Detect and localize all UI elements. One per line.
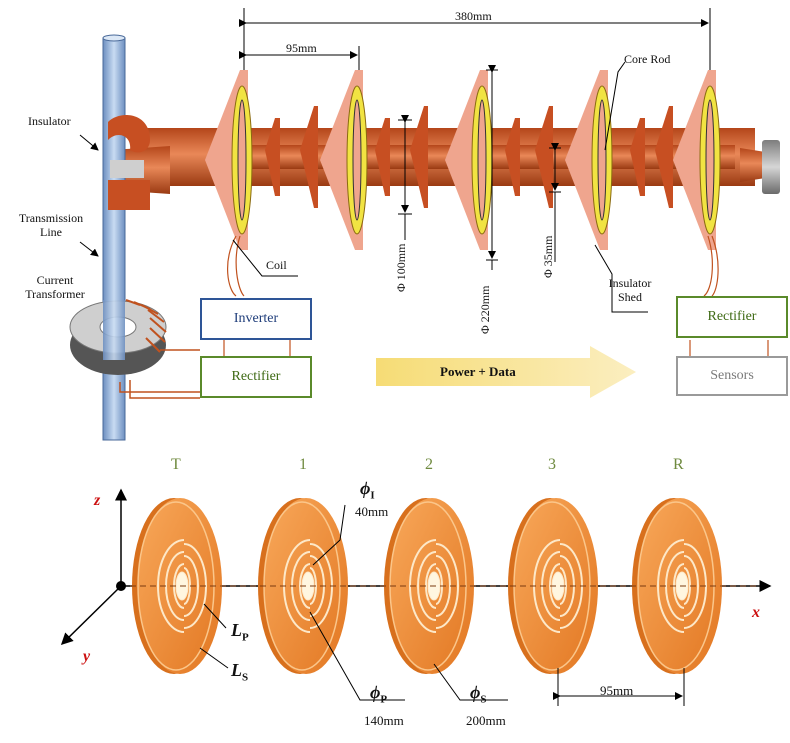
end-cap	[762, 140, 780, 194]
phi-p-value: 140mm	[364, 713, 404, 728]
small-sheds	[265, 106, 673, 208]
insulator-label: Insulator	[28, 114, 71, 128]
coil-leads	[223, 235, 769, 356]
disk-index-3: 3	[548, 456, 556, 473]
axis-z-label: z	[94, 492, 101, 509]
transmission-line-label: Transmission Line	[18, 211, 84, 239]
transmission-line-pole	[102, 34, 126, 441]
dim-total-label: 380mm	[455, 9, 492, 23]
power-data-arrow	[376, 346, 636, 398]
inverter-box: Inverter	[200, 298, 312, 340]
phi-i-value: 40mm	[355, 504, 389, 519]
big-shed	[673, 70, 721, 250]
dimension-lines	[239, 8, 711, 270]
big-shed	[320, 70, 368, 250]
dia-220-label: Φ 220mm	[478, 285, 492, 334]
sensors-box: Sensors	[676, 356, 788, 396]
flow-arrow-label: Power + Data	[440, 364, 516, 379]
phi-i-symbol: ϕI	[360, 478, 375, 502]
lp-symbol: LP	[231, 620, 249, 644]
disk-index-1: 1	[299, 456, 307, 473]
core-rod-label: Core Rod	[624, 52, 671, 66]
disk-spacing-label: 95mm	[600, 683, 634, 698]
ls-symbol: LS	[231, 660, 249, 684]
dia-35-label: Φ 35mm	[541, 235, 555, 278]
current-transformer-label: Current Transformer	[25, 273, 85, 301]
ct-wiring	[119, 349, 200, 399]
phi-p-symbol: ϕP	[370, 682, 388, 706]
coil-label: Coil	[266, 258, 287, 272]
rectifier-right-box: Rectifier	[676, 296, 788, 338]
phi-s-value: 200mm	[466, 713, 506, 728]
dim-spacing-label: 95mm	[286, 41, 317, 55]
insulator-clamp	[108, 115, 150, 210]
phi-s-symbol: ϕS	[470, 682, 487, 706]
disk-index-r: R	[673, 456, 684, 473]
axis-origin	[116, 581, 126, 591]
current-transformer	[69, 299, 167, 375]
insulator-shed-label: Insulator Shed	[608, 276, 652, 304]
disk-index-2: 2	[425, 456, 433, 473]
big-shed	[205, 70, 253, 250]
big-shed	[565, 70, 613, 250]
disk-index-t: T	[171, 456, 181, 473]
axis-x-label: x	[752, 604, 760, 621]
axis-y-label: y	[83, 648, 91, 665]
big-shed	[445, 70, 493, 250]
rectifier-left-box: Rectifier	[200, 356, 312, 398]
bottom-leaders	[199, 504, 685, 706]
dia-100-label: Φ 100mm	[394, 243, 408, 292]
leader-lines	[79, 61, 648, 313]
